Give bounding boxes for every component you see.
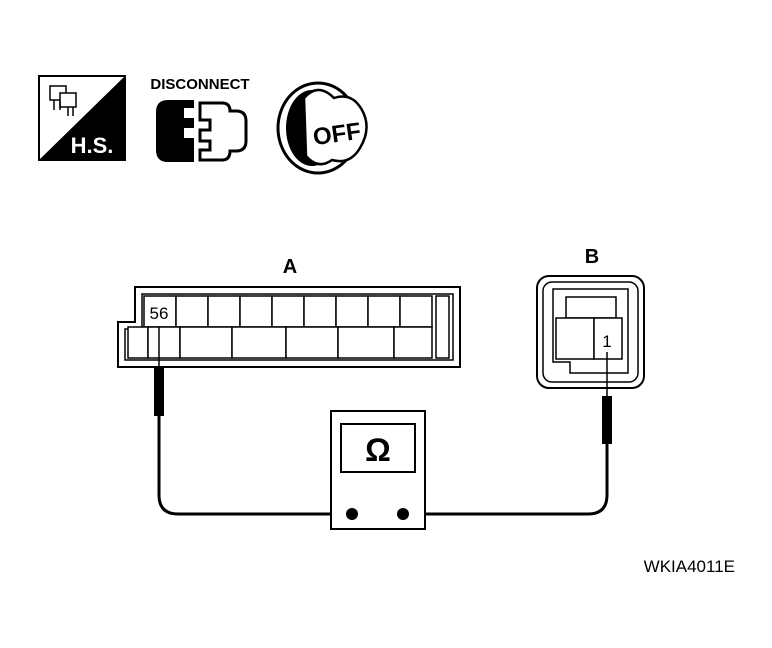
connector-b-label: B bbox=[585, 246, 599, 268]
figure-id: WKIA4011E bbox=[644, 557, 735, 576]
harness-side-label: H.S. bbox=[71, 133, 114, 158]
ohm-symbol: Ω bbox=[365, 432, 391, 468]
connector-a-pin-label: 56 bbox=[150, 304, 169, 323]
test-probe-left bbox=[154, 327, 352, 516]
disconnect-label: DISCONNECT bbox=[150, 76, 249, 93]
ohmmeter: Ω bbox=[330, 410, 426, 530]
meter-terminal-right bbox=[397, 508, 409, 520]
disconnect-connector-icon: DISCONNECT bbox=[150, 76, 250, 162]
ignition-key-off-icon: OFF bbox=[276, 81, 368, 175]
harness-side-icon: H.S. bbox=[38, 75, 126, 161]
ignition-off-label: OFF bbox=[311, 118, 362, 151]
meter-terminal-left bbox=[346, 508, 358, 520]
connector-a: A 56 bbox=[117, 256, 461, 368]
connector-b-pin-label: 1 bbox=[602, 332, 611, 351]
connector-a-label: A bbox=[283, 256, 297, 278]
connector-b: B 1 bbox=[536, 246, 645, 389]
test-probe-right bbox=[403, 352, 612, 516]
